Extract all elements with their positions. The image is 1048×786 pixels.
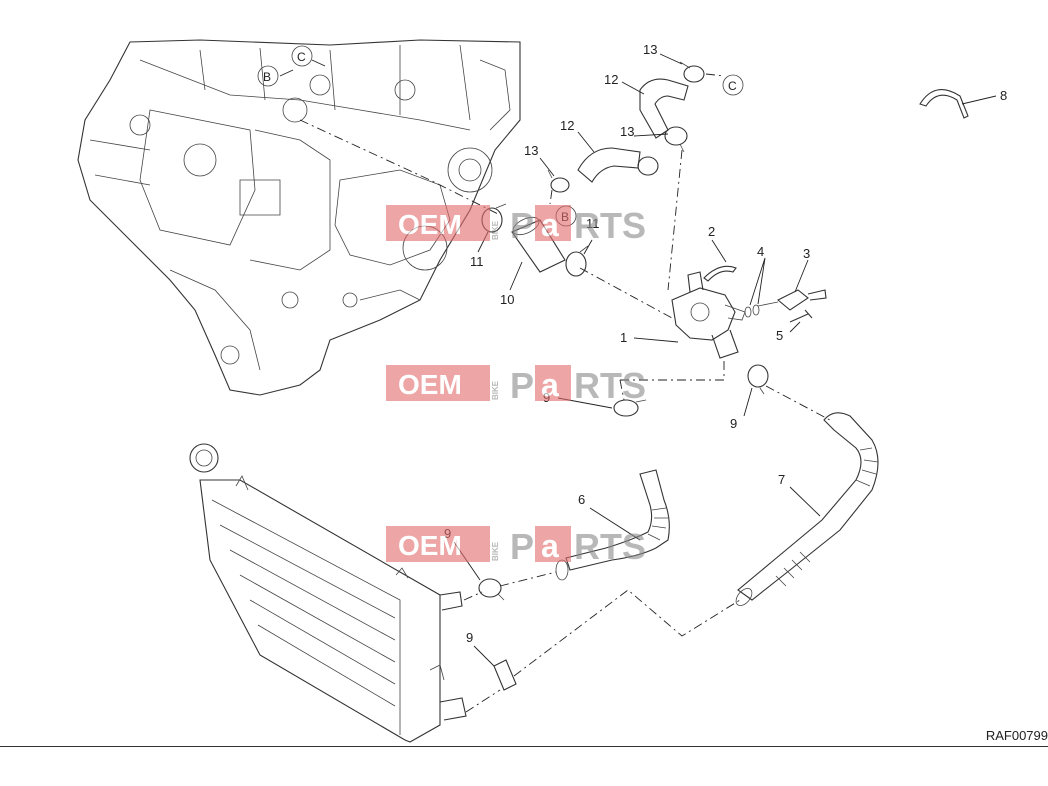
clamp-part-13-left <box>547 169 570 193</box>
clamp-part-9-d <box>493 659 517 691</box>
watermark-a-bottom: a <box>541 528 559 564</box>
watermark-bike-bottom: BIKE <box>491 541 500 561</box>
dash-to-hose-7 <box>765 385 831 421</box>
arrow-b-hose <box>549 189 553 205</box>
sensor-part-3 <box>757 289 827 311</box>
callout-9-d: 9 <box>466 630 473 645</box>
radiator <box>189 443 467 743</box>
callout-9-b: 9 <box>730 416 737 431</box>
dash-to-clamp-9a <box>619 379 625 401</box>
watermark-rts-mid: RTS <box>574 365 646 406</box>
watermark-rts-top: RTS <box>574 205 646 246</box>
clamp-part-9-c <box>478 578 505 601</box>
watermark-bottom: OEM BIKE P a RTS <box>386 526 646 567</box>
callout-4: 4 <box>757 244 764 259</box>
dash-thermostat-left <box>620 358 725 381</box>
connector-c-engine: C <box>291 45 313 67</box>
hose-part-7 <box>735 412 879 606</box>
watermark-oem-mid: OEM <box>398 369 462 400</box>
watermark-top: OEM BIKE P a RTS <box>386 205 646 246</box>
watermark-a-top: a <box>541 207 559 243</box>
watermark-bike-top: BIKE <box>491 220 500 240</box>
connector-c-engine-label: C <box>297 50 306 64</box>
callout-12-b: 12 <box>560 118 574 133</box>
watermark-p-bottom: P <box>510 526 534 567</box>
reference-code: RAF00799 <box>985 728 1048 743</box>
callout-2: 2 <box>708 224 715 239</box>
arrow-c-hose <box>705 73 725 77</box>
arrow-b-engine <box>279 69 294 77</box>
connector-b-engine-label: B <box>263 70 271 84</box>
engine-block <box>77 39 521 396</box>
watermark-rts-bottom: RTS <box>574 526 646 567</box>
watermark-oem-bottom: OEM <box>398 530 462 561</box>
watermark-a-mid: a <box>541 367 559 403</box>
clip-part-8 <box>919 89 969 119</box>
connector-c-hose-label: C <box>728 79 737 93</box>
watermark-oem-top: OEM <box>398 209 462 240</box>
watermark-p-top: P <box>510 205 534 246</box>
clamp-part-9-a <box>613 399 647 417</box>
callout-3: 3 <box>803 246 810 261</box>
upper-hose-part-12-mid <box>577 147 641 183</box>
callout-11-b: 11 <box>586 216 600 231</box>
callout-11-a: 11 <box>470 254 484 269</box>
clamp-part-11-right <box>565 245 589 277</box>
callout-8: 8 <box>1000 88 1007 103</box>
arrow-c-engine <box>311 59 326 67</box>
dash-engine-to-thermostat <box>299 119 673 319</box>
watermark-mid: OEM BIKE P a RTS <box>386 365 646 406</box>
callout-12-a: 12 <box>604 72 618 87</box>
clamp-part-13-low <box>637 156 659 176</box>
dash-radiator-to-hose-6 <box>463 571 557 601</box>
dash-13-to-thermostat <box>667 149 683 291</box>
callout-7: 7 <box>778 472 785 487</box>
connector-c-hose: C <box>722 74 744 96</box>
washers-part-4 <box>744 304 760 318</box>
seal-part-2 <box>703 265 737 282</box>
clamp-part-9-b <box>747 364 769 395</box>
screw-part-5 <box>789 309 813 323</box>
callout-13-c: 13 <box>524 143 538 158</box>
connector-b-engine: B <box>257 65 279 87</box>
callout-13-b: 13 <box>620 124 634 139</box>
bottom-rule <box>0 746 1048 747</box>
callout-10: 10 <box>500 292 514 307</box>
watermark-bike-mid: BIKE <box>491 380 500 400</box>
leader-lines <box>453 53 997 667</box>
clamp-part-13-mid <box>664 126 688 153</box>
callout-5: 5 <box>776 328 783 343</box>
clamp-part-13-top <box>679 61 705 83</box>
callout-13-a: 13 <box>643 42 657 57</box>
callout-1: 1 <box>620 330 627 345</box>
callout-6: 6 <box>578 492 585 507</box>
thermostat-housing <box>671 271 746 359</box>
watermark-p-mid: P <box>510 365 534 406</box>
dash-radiator-to-hose-7 <box>465 589 741 713</box>
upper-hose-part-12-top <box>639 78 689 139</box>
